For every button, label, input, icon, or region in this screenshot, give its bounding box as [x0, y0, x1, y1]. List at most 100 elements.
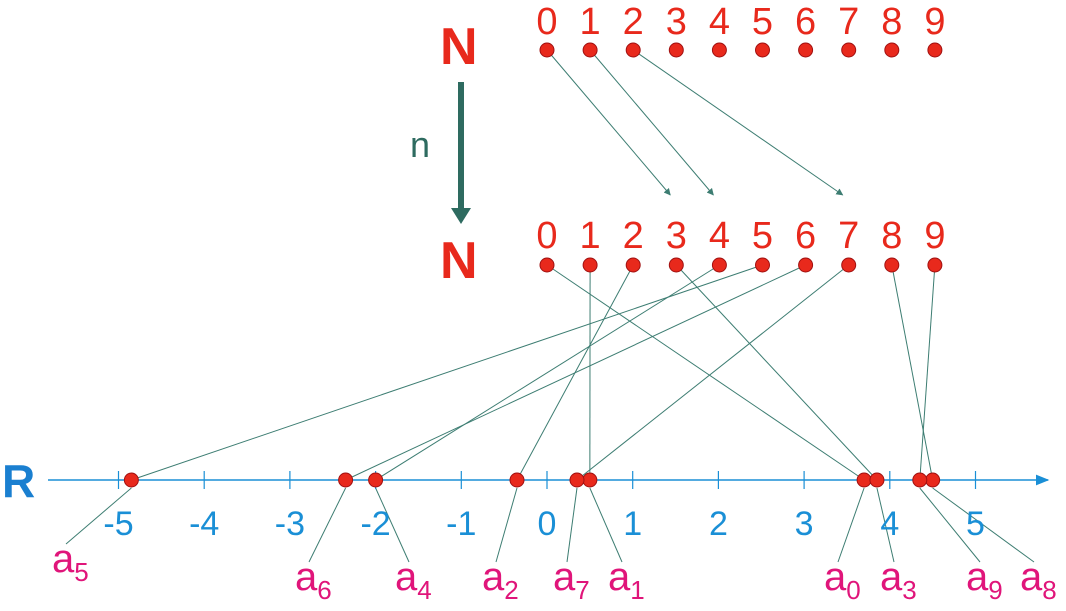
top-dot-5	[755, 42, 770, 58]
axis-point-a5	[123, 472, 139, 488]
sequence-label-a1: a1	[608, 555, 645, 605]
leader-line-a2	[495, 487, 518, 563]
axis-tick-label-3: 3	[795, 505, 814, 543]
middle-dot-3	[668, 257, 684, 273]
sequence-line-8	[891, 264, 935, 481]
sequence-label-a3: a3	[880, 555, 917, 605]
top-dot-3	[668, 42, 684, 58]
sequence-line-0	[546, 264, 865, 481]
top-number-3: 3	[666, 1, 687, 43]
top-number-6: 6	[795, 1, 816, 43]
top-dot-8	[884, 42, 900, 58]
axis-tick-label--1: -1	[446, 505, 476, 543]
dots-layer	[123, 42, 943, 488]
sequence-label-a8: a8	[1020, 555, 1057, 605]
axis-tick-label--3: -3	[275, 505, 305, 543]
top-number-0: 0	[536, 1, 557, 43]
sequence-line-9	[916, 264, 936, 481]
axis-tick-label-1: 1	[623, 505, 642, 543]
axis-point-a3	[869, 472, 885, 488]
axis-point-a0	[856, 472, 872, 488]
middle-dot-1	[582, 257, 598, 273]
map-line-2-to-7	[632, 49, 844, 196]
middle-dot-9	[927, 257, 943, 273]
mapping-lines	[65, 49, 1035, 563]
middle-dot-4	[711, 257, 727, 273]
axis-tick-label-2: 2	[709, 505, 728, 543]
leader-line-a6	[308, 487, 347, 563]
sequence-line-3	[675, 264, 878, 481]
real-number-line: -5 -4 -3 -2 -1 0 1 2 3 4 5	[48, 471, 1050, 543]
leader-line-a3	[876, 487, 895, 563]
top-dot-7	[841, 42, 857, 58]
axis-tick-label--5: -5	[103, 505, 133, 543]
axis-tick-label--4: -4	[189, 505, 219, 543]
sequence-line-6	[344, 264, 806, 481]
middle-dot-7	[841, 257, 857, 273]
reals-label: R	[2, 455, 35, 507]
leader-line-a0	[837, 487, 865, 563]
map-label-n: n	[410, 124, 430, 165]
axis-point-a8	[925, 472, 941, 488]
top-dot-1	[582, 42, 598, 58]
leader-line-a1	[589, 487, 623, 563]
middle-dot-0	[539, 257, 555, 273]
leader-line-a8	[932, 487, 1035, 563]
sequence-line-7	[576, 264, 850, 481]
sequence-label-a9: a9	[966, 555, 1003, 605]
map-line-1-to-4	[589, 49, 714, 196]
top-number-2: 2	[623, 1, 644, 43]
axis-tick-label--2: -2	[360, 505, 390, 543]
top-number-8: 8	[881, 1, 902, 43]
middle-number-6: 6	[795, 215, 816, 257]
middle-number-8: 8	[881, 215, 902, 257]
axis-point-a6	[338, 472, 354, 488]
middle-number-2: 2	[623, 215, 644, 257]
middle-dot-5	[755, 257, 770, 273]
axis-point-a1	[582, 472, 598, 488]
middle-number-7: 7	[838, 215, 859, 257]
middle-number-0: 0	[536, 215, 557, 257]
sequence-label-a7: a7	[553, 555, 590, 605]
middle-number-9: 9	[924, 215, 945, 257]
leader-line-a5	[65, 487, 132, 545]
sequence-label-a6: a6	[295, 555, 332, 605]
naturals-label-top: N	[440, 18, 478, 76]
leader-line-a4	[375, 487, 410, 563]
sequence-label-a0: a0	[824, 555, 861, 605]
middle-number-5: 5	[752, 215, 773, 257]
top-number-4: 4	[709, 1, 730, 43]
naturals-label-middle: N	[440, 232, 478, 290]
leader-line-a7	[566, 487, 578, 563]
middle-number-3: 3	[666, 215, 687, 257]
top-dot-4	[711, 42, 727, 58]
sequence-label-a2: a2	[482, 555, 519, 605]
map-line-0-to-3	[546, 49, 671, 196]
middle-dot-8	[884, 257, 900, 273]
sequence-line-4	[375, 264, 720, 481]
axis-tick-label-0: 0	[538, 505, 557, 543]
axis-tick-label-5: 5	[966, 505, 985, 543]
top-number-9: 9	[924, 1, 945, 43]
leader-line-a9	[919, 487, 981, 563]
top-dot-9	[927, 42, 943, 58]
sequence-label-a5: a5	[52, 537, 89, 587]
top-number-7: 7	[838, 1, 859, 43]
axis-tick-label-4: 4	[880, 505, 899, 543]
map-arrow-head	[451, 208, 471, 224]
top-dot-2	[625, 42, 641, 58]
top-dot-6	[798, 42, 814, 58]
sequence-label-a4: a4	[395, 555, 432, 605]
middle-dot-2	[625, 257, 641, 273]
axis-point-a4	[368, 472, 384, 488]
middle-dot-6	[798, 257, 814, 273]
middle-number-1: 1	[580, 215, 601, 257]
axis-point-a7	[569, 472, 585, 488]
top-number-5: 5	[752, 1, 773, 43]
middle-number-4: 4	[709, 215, 730, 257]
axis-point-a9	[912, 472, 928, 488]
axis-point-a2	[509, 472, 525, 488]
